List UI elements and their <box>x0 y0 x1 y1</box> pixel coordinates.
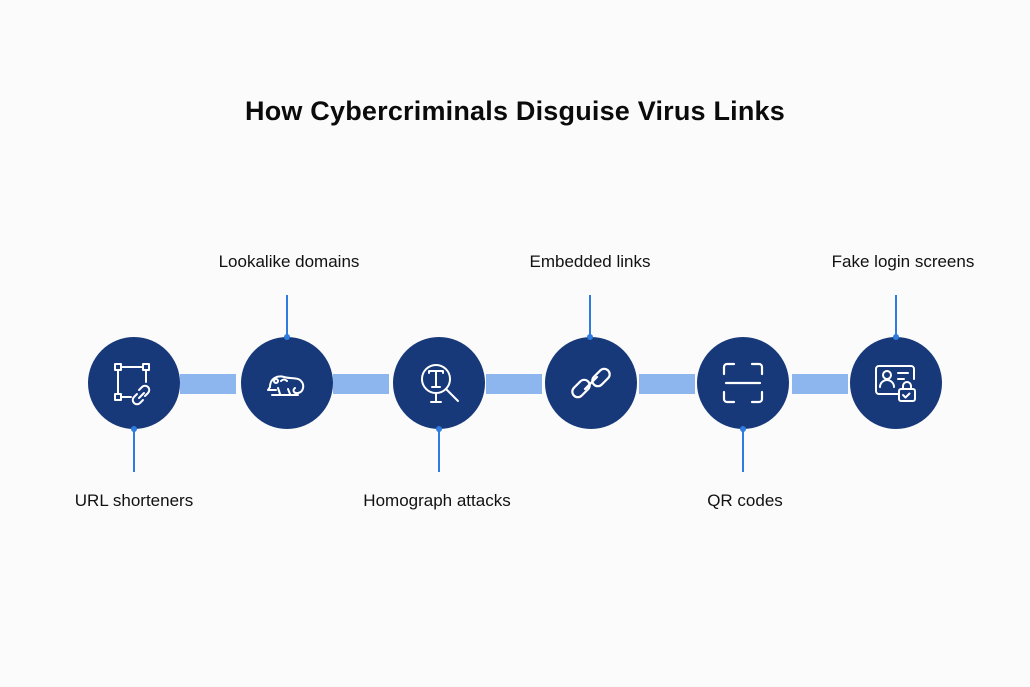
qr-scan-icon <box>722 362 764 404</box>
connector <box>180 374 236 394</box>
connector <box>792 374 848 394</box>
step-label: Lookalike domains <box>218 252 360 271</box>
connector-stem <box>133 429 135 472</box>
connector-stem <box>895 295 897 337</box>
step-node-homograph-attacks <box>393 337 485 429</box>
stem-dot <box>587 334 593 340</box>
stem-dot <box>131 426 137 432</box>
chameleon-icon <box>267 375 305 396</box>
step-node-fake-login-screens <box>850 337 942 429</box>
connector-stem <box>286 295 288 337</box>
connector <box>639 374 695 394</box>
stem-dot <box>436 426 442 432</box>
step-label: URL shorteners <box>74 491 194 510</box>
chain-link-icon <box>571 367 611 399</box>
connector-stem <box>589 295 591 337</box>
magnifier-text-icon <box>421 364 459 403</box>
id-card-lock-icon <box>875 365 916 402</box>
connector <box>486 374 542 394</box>
step-node-embedded-links <box>545 337 637 429</box>
connector-stem <box>438 429 440 472</box>
link-square-icon <box>114 363 151 406</box>
connector-stem <box>742 429 744 472</box>
step-label: Homograph attacks <box>363 491 511 510</box>
step-label: QR codes <box>707 491 783 510</box>
step-node-lookalike-domains <box>241 337 333 429</box>
step-node-qr-codes <box>697 337 789 429</box>
step-label: Embedded links <box>529 252 651 271</box>
page-title: How Cybercriminals Disguise Virus Links <box>245 96 785 126</box>
step-label: Fake login screens <box>831 252 975 271</box>
stem-dot <box>740 426 746 432</box>
connector <box>333 374 389 394</box>
stem-dot <box>893 334 899 340</box>
stem-dot <box>284 334 290 340</box>
step-node-url-shorteners <box>88 337 180 429</box>
